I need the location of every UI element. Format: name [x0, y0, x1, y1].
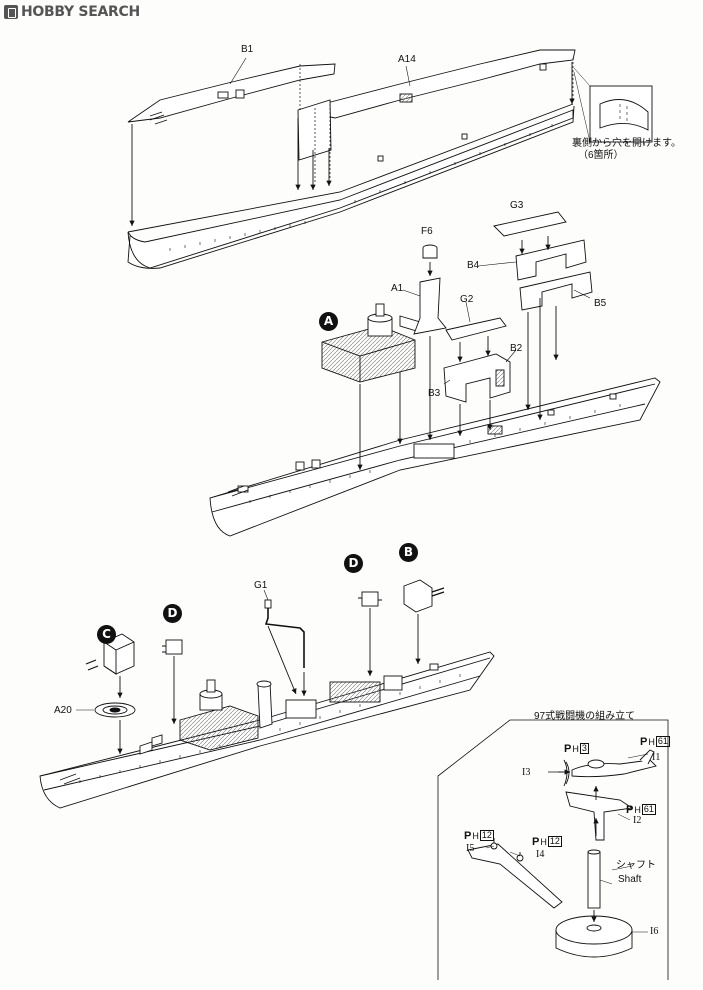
- hull-step-2: [209, 211, 661, 537]
- part-label-i3: I3: [522, 767, 531, 778]
- part-label-i5: I5: [466, 843, 475, 854]
- aircraft-inset: [437, 719, 669, 980]
- paint-h-letter: H: [648, 736, 655, 747]
- part-label-i2: I2: [633, 815, 642, 826]
- paint-code-box: 3: [579, 743, 589, 754]
- aircraft-title: 97式戦闘機の組み立て: [534, 711, 636, 722]
- paint-code-box: 12: [479, 830, 494, 841]
- part-label-g2: G2: [460, 294, 474, 305]
- paint-h-letter: H: [572, 743, 579, 754]
- part-label-b5: B5: [594, 298, 607, 309]
- callout-a: A: [319, 312, 338, 331]
- paint-p-letter: P: [640, 735, 648, 748]
- paint-p-letter: P: [464, 829, 472, 842]
- shaft-label-jp: シャフト: [616, 860, 656, 871]
- hole-note-line2: （6箇所）: [578, 150, 624, 161]
- shaft-label-en: Shaft: [618, 874, 642, 885]
- paint-h-letter: H: [472, 830, 479, 841]
- paint-code-box: 61: [641, 804, 656, 815]
- part-label-f6: F6: [421, 226, 433, 237]
- watermark-logo: HOBBY SEARCH: [4, 3, 140, 21]
- hull-step-1: [127, 49, 653, 269]
- paint-h-letter: H: [540, 836, 547, 847]
- hull-step-3: [39, 579, 495, 809]
- part-label-g3: G3: [510, 200, 524, 211]
- paint-code-box: 12: [547, 836, 562, 847]
- paint-p-letter: P: [626, 803, 634, 816]
- callout-d-mid: D: [344, 554, 363, 573]
- part-label-a1: A1: [391, 283, 404, 294]
- part-label-a20: A20: [54, 705, 72, 716]
- part-label-i1: I1: [652, 752, 661, 763]
- shopping-bag-icon: [4, 5, 18, 19]
- hole-note-line1: 裏側から穴を開けます。: [572, 138, 681, 149]
- callout-d-bow: D: [163, 604, 182, 623]
- callout-c: C: [97, 625, 116, 644]
- part-label-a14: A14: [398, 54, 416, 65]
- part-label-b1: B1: [241, 44, 254, 55]
- part-label-i4: I4: [536, 849, 545, 860]
- part-label-i6: I6: [650, 926, 659, 937]
- paint-h-letter: H: [634, 804, 641, 815]
- paint-p-letter: P: [564, 742, 572, 755]
- paint-code-box: 61: [655, 736, 670, 747]
- part-label-b3: B3: [428, 388, 441, 399]
- hole-note: 裏側から穴を開けます。 （6箇所）: [572, 138, 700, 162]
- paint-p-letter: P: [532, 835, 540, 848]
- part-label-g1: G1: [254, 580, 268, 591]
- part-label-b4: B4: [467, 260, 480, 271]
- watermark-text: HOBBY SEARCH: [21, 4, 140, 20]
- callout-b: B: [399, 543, 418, 562]
- part-label-b2: B2: [510, 343, 523, 354]
